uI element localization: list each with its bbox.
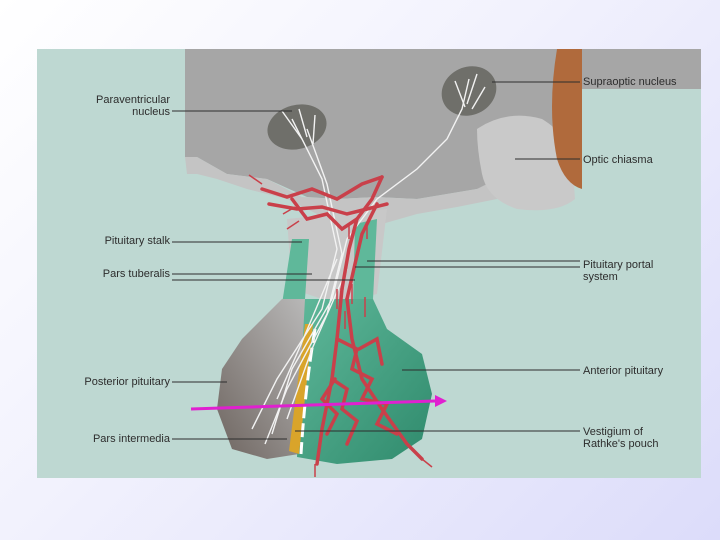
label-rathke-line1: Vestigium of — [583, 426, 658, 438]
label-portal-line1: Pituitary portal — [583, 259, 653, 271]
label-pars-tuberalis: Pars tuberalis — [57, 268, 170, 280]
label-portal-system: Pituitary portal system — [583, 259, 653, 283]
label-rathke-pouch: Vestigium of Rathke's pouch — [583, 426, 658, 450]
label-portal-line2: system — [583, 271, 653, 283]
label-pituitary-stalk: Pituitary stalk — [57, 235, 170, 247]
label-anterior-pituitary: Anterior pituitary — [583, 365, 663, 377]
hypothalamus — [37, 49, 701, 199]
label-paraventricular: Paraventricular nucleus — [73, 94, 170, 118]
label-paraventricular-line1: Paraventricular — [73, 94, 170, 106]
label-pars-intermedia: Pars intermedia — [57, 433, 170, 445]
diagram-panel: Paraventricular nucleus Supraoptic nucle… — [37, 49, 701, 478]
label-rathke-line2: Rathke's pouch — [583, 438, 658, 450]
label-optic-chiasma: Optic chiasma — [583, 154, 653, 166]
pars-tuberalis-left — [282, 239, 309, 304]
label-supraoptic-nucleus: Supraoptic nucleus — [583, 76, 677, 88]
label-paraventricular-line2: nucleus — [73, 106, 170, 118]
label-posterior-pituitary: Posterior pituitary — [57, 376, 170, 388]
